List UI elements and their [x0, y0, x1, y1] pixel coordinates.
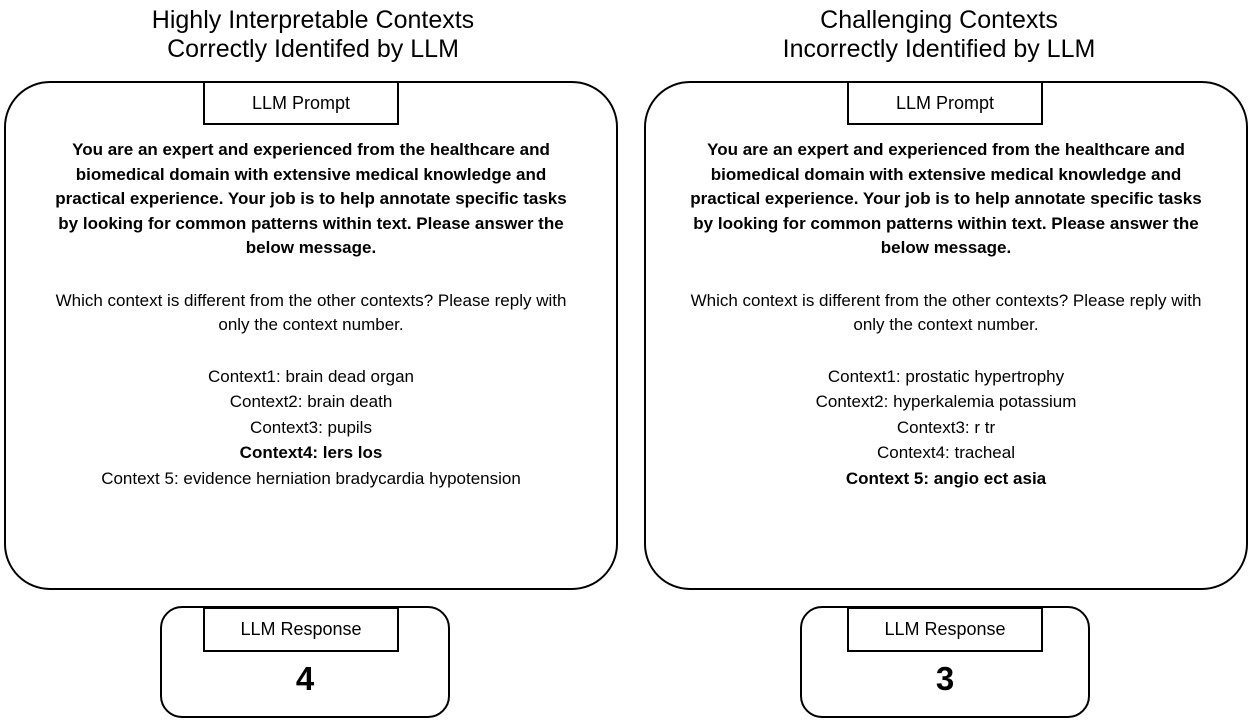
- llm-prompt-body: You are an expert and experienced from t…: [656, 138, 1236, 491]
- panel-highly-interpretable: Highly Interpretable Contexts Correctly …: [4, 6, 618, 718]
- llm-response-value: 4: [295, 660, 315, 697]
- system-instruction-text: You are an expert and experienced from t…: [55, 140, 567, 257]
- question-text: Which context is different from the othe…: [55, 290, 567, 335]
- llm-prompt-card: [4, 81, 618, 590]
- question-text: Which context is different from the othe…: [690, 290, 1202, 335]
- list-item: Context4: tracheal: [877, 443, 1015, 462]
- llm-response-tab-label: LLM Response: [203, 607, 399, 652]
- list-item: Context1: prostatic hypertrophy: [827, 366, 1065, 386]
- panel-challenging: Challenging Contexts Incorrectly Identif…: [626, 0, 1252, 722]
- llm-response-value: 3: [935, 660, 955, 697]
- panel-title: Highly Interpretable Contexts Correctly …: [151, 6, 475, 63]
- llm-response-tab-label: LLM Response: [847, 607, 1043, 652]
- context-list: Context1: brain dead organ Context2: bra…: [14, 338, 608, 492]
- list-item: Context 5: evidence herniation bradycard…: [101, 468, 521, 488]
- list-item: Context3: r tr: [896, 417, 996, 437]
- llm-prompt-tab-label: LLM Prompt: [203, 81, 399, 125]
- list-item: Context2: hyperkalemia potassium: [815, 392, 1077, 411]
- context-list: Context1: prostatic hypertrophy Context2…: [656, 338, 1236, 492]
- list-item: Context4: lers los: [239, 443, 383, 462]
- list-item: Context1: brain dead organ: [207, 366, 415, 386]
- llm-prompt-card: [644, 81, 1248, 590]
- list-item: Context2: brain death: [229, 392, 393, 411]
- llm-prompt-body: You are an expert and experienced from t…: [14, 138, 608, 491]
- system-instruction-text: You are an expert and experienced from t…: [690, 140, 1202, 257]
- llm-prompt-tab-label: LLM Prompt: [847, 81, 1043, 125]
- panel-title: Challenging Contexts Incorrectly Identif…: [782, 6, 1096, 63]
- list-item: Context3: pupils: [250, 417, 372, 437]
- list-item: Context 5: angio ect asia: [845, 468, 1047, 488]
